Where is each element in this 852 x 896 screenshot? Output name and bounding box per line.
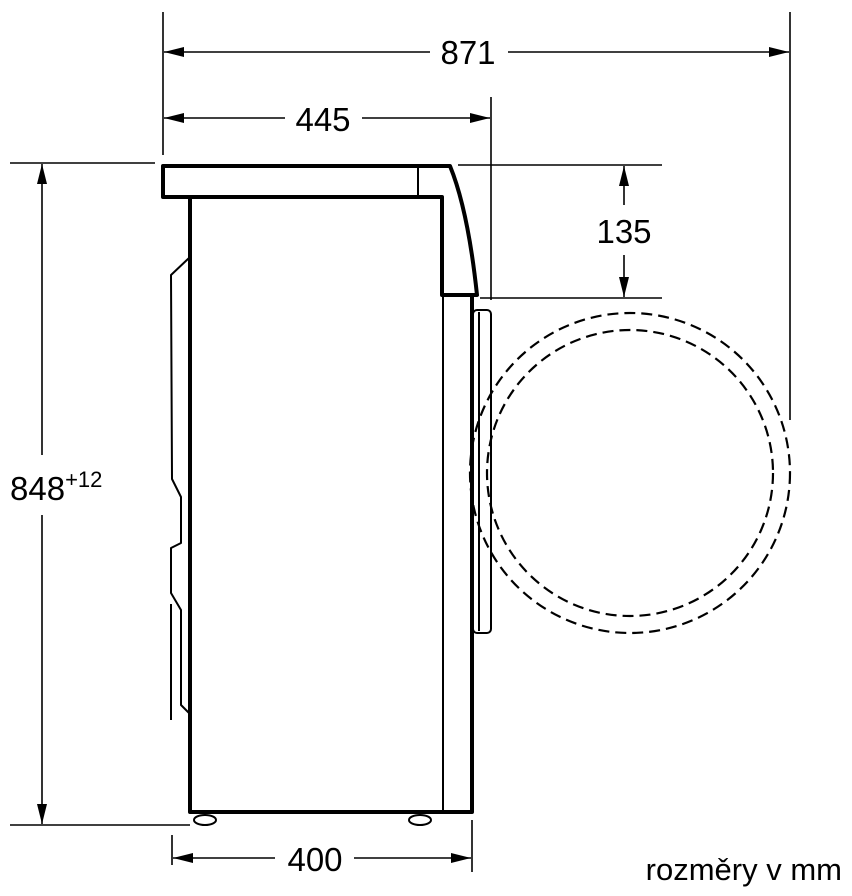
door xyxy=(472,309,492,634)
top-lid xyxy=(161,164,479,297)
dimension-foot-spacing: 400 xyxy=(171,820,473,878)
rear-foot xyxy=(193,814,217,826)
machine-outline xyxy=(161,164,792,826)
front-foot xyxy=(408,814,432,826)
door-swing-inner xyxy=(485,328,775,618)
dimension-total-depth: 871 xyxy=(162,12,791,420)
rear-profile xyxy=(170,257,191,715)
dimension-panel-height: 135 xyxy=(458,164,662,299)
label-135: 135 xyxy=(596,213,651,250)
label-871: 871 xyxy=(440,34,495,71)
dimension-body-depth: 445 xyxy=(164,97,492,300)
label-400: 400 xyxy=(287,841,342,878)
label-848: 848+12 xyxy=(10,467,102,507)
main-body xyxy=(188,197,474,814)
door-swing-outer xyxy=(468,311,792,635)
label-445: 445 xyxy=(295,101,350,138)
units-note: rozměry v mm xyxy=(646,852,842,887)
dimension-height: 848+12 xyxy=(10,162,190,826)
